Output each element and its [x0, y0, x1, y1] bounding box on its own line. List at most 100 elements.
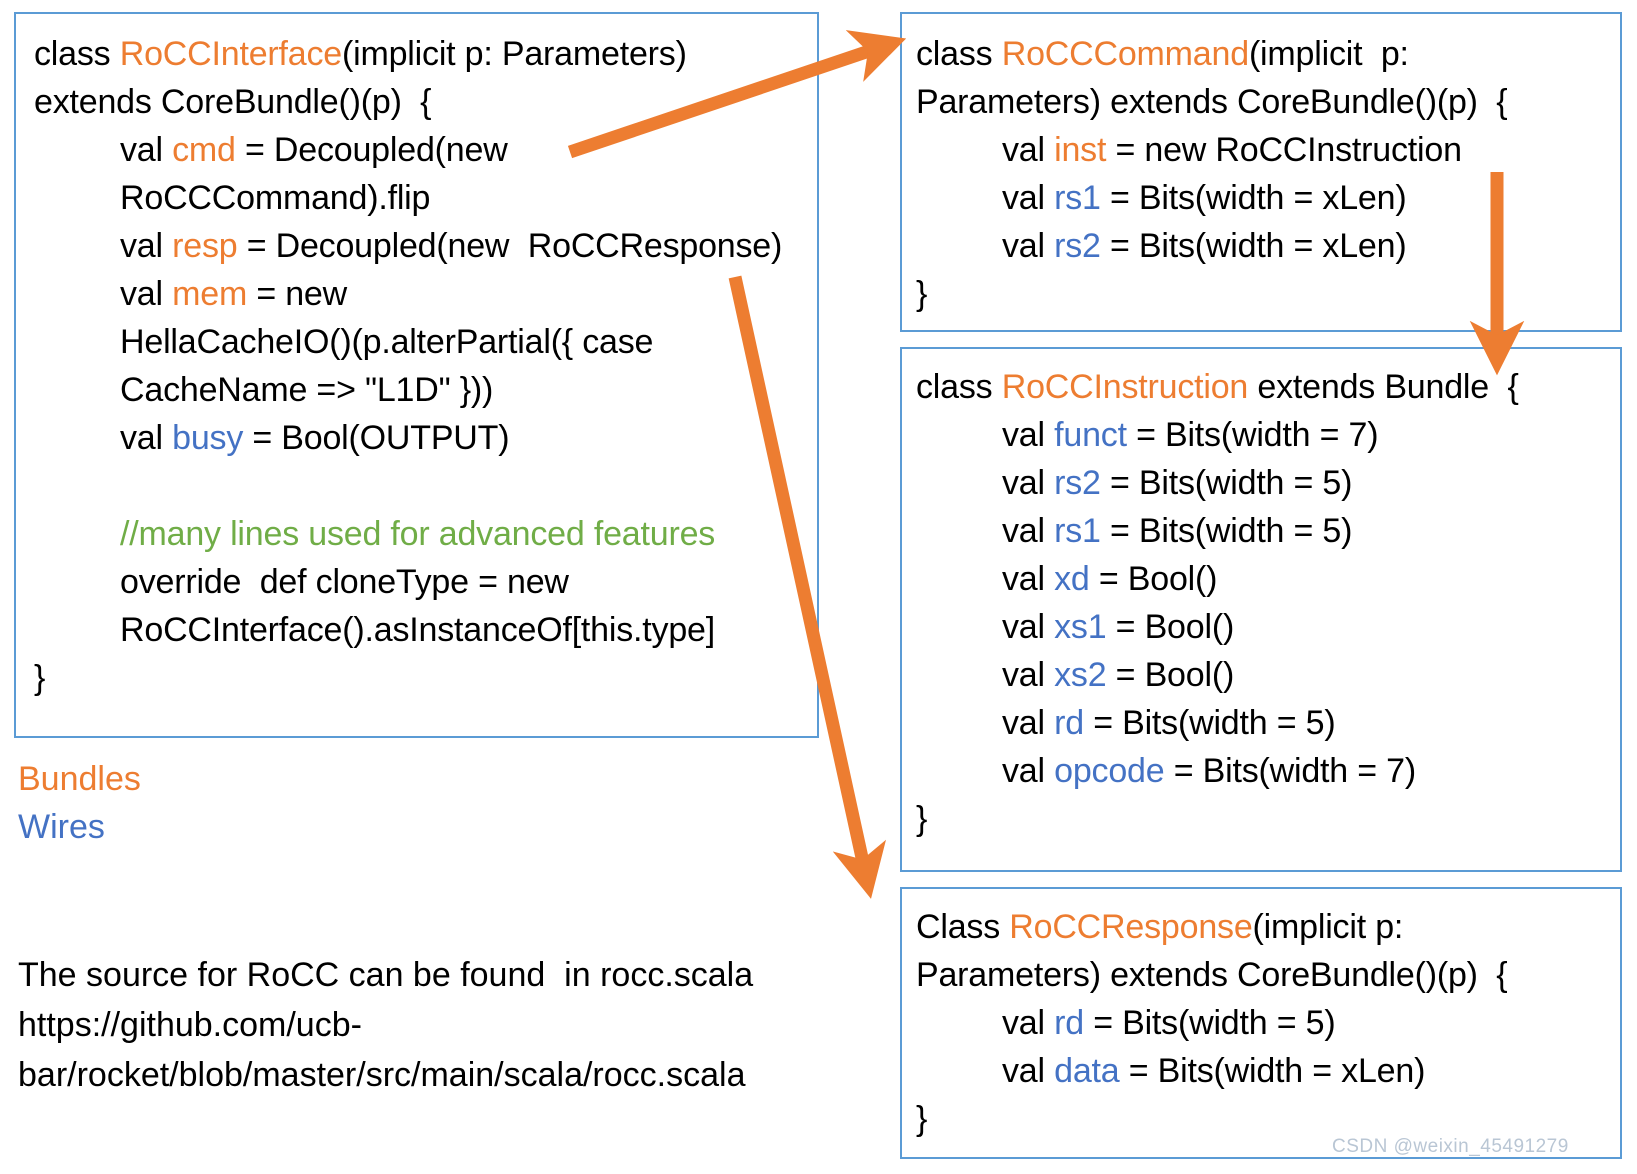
code-token: class	[916, 35, 1002, 73]
code-token-orange: RoCCInstruction	[1001, 368, 1249, 406]
code-token: (implicit p:	[1248, 35, 1409, 73]
code-token-blue: funct	[1054, 416, 1127, 454]
code-token-blue: opcode	[1054, 752, 1165, 790]
code-token-blue: xd	[1054, 560, 1090, 598]
code-token: val	[120, 131, 173, 169]
code-token: val	[120, 275, 173, 313]
code-token: val	[1002, 752, 1055, 790]
code-line: CacheName => "L1D" }))	[34, 366, 807, 414]
code-line: val xd = Bool()	[916, 555, 1610, 603]
code-line: extends CoreBundle()(p) {	[34, 78, 807, 126]
code-token: = Decoupled(new RoCCResponse)	[237, 227, 783, 265]
csdn-watermark: CSDN @weixin_45491279	[1332, 1136, 1569, 1157]
code-line: val rs1 = Bits(width = xLen)	[916, 174, 1610, 222]
code-token-blue: rs2	[1054, 227, 1101, 265]
code-block-rocc-response: Class RoCCResponse(implicit p: Parameters…	[916, 903, 1610, 1143]
code-line: RoCCCommand).flip	[34, 174, 807, 222]
code-token: = new RoCCInstruction	[1106, 131, 1462, 169]
source-note-text: The source for RoCC can be found in rocc…	[18, 956, 754, 1094]
code-token: Parameters) extends CoreBundle()(p) {	[916, 83, 1508, 121]
code-token-orange: RoCCResponse	[1009, 908, 1253, 946]
code-line: Class RoCCResponse(implicit p:	[916, 903, 1610, 951]
code-token: = Bits(width = 5)	[1100, 512, 1353, 550]
code-line: Parameters) extends CoreBundle()(p) {	[916, 951, 1610, 999]
code-token: = Bits(width = 5)	[1100, 464, 1353, 502]
code-token: val	[1002, 656, 1055, 694]
code-token: RoCCInterface().asInstanceOf[this.type]	[120, 611, 716, 649]
code-line: class RoCCInstruction extends Bundle {	[916, 363, 1610, 411]
code-token: val	[1002, 179, 1055, 217]
code-token: val	[1002, 1004, 1055, 1042]
code-line: val data = Bits(width = xLen)	[916, 1047, 1610, 1095]
code-line: val resp = Decoupled(new RoCCResponse)	[34, 222, 807, 270]
code-token: = new	[247, 275, 347, 313]
code-token: class	[34, 35, 120, 73]
code-line: val rs1 = Bits(width = 5)	[916, 507, 1610, 555]
code-token	[34, 467, 43, 505]
code-box-rocc-interface: class RoCCInterface(implicit p: Paramete…	[14, 12, 819, 738]
code-token: = Bool()	[1106, 656, 1235, 694]
code-line: val cmd = Decoupled(new	[34, 126, 807, 174]
code-token-blue: rs1	[1054, 512, 1101, 550]
code-token-blue: rd	[1054, 1004, 1084, 1042]
code-line: }	[916, 270, 1610, 318]
code-token: }	[34, 659, 46, 697]
code-token: (implicit p: Parameters)	[342, 35, 687, 73]
code-token: override def cloneType = new	[120, 563, 569, 601]
code-token: }	[916, 275, 928, 313]
code-line: RoCCInterface().asInstanceOf[this.type]	[34, 606, 807, 654]
code-line: val mem = new	[34, 270, 807, 318]
code-line: val funct = Bits(width = 7)	[916, 411, 1610, 459]
code-token: class	[916, 368, 1002, 406]
code-token: val	[1002, 227, 1055, 265]
code-box-rocc-instruction: class RoCCInstruction extends Bundle {va…	[900, 347, 1622, 872]
code-token: Class	[916, 908, 1010, 946]
code-token-blue: data	[1054, 1052, 1120, 1090]
code-line: val rd = Bits(width = 5)	[916, 999, 1610, 1047]
code-token: = Bits(width = 5)	[1083, 704, 1336, 742]
code-line: }	[34, 654, 807, 702]
code-token-orange: RoCCCommand	[1001, 35, 1249, 73]
code-token-blue: rd	[1054, 704, 1084, 742]
code-line: }	[916, 1095, 1610, 1143]
code-line: }	[916, 795, 1610, 843]
code-box-rocc-command: class RoCCCommand(implicit p: Parameters)…	[900, 12, 1622, 332]
code-line: val rs2 = Bits(width = 5)	[916, 459, 1610, 507]
code-line: Parameters) extends CoreBundle()(p) {	[916, 78, 1610, 126]
code-token-orange: inst	[1054, 131, 1107, 169]
code-token: = Decoupled(new	[235, 131, 508, 169]
code-token-orange: RoCCInterface	[119, 35, 342, 73]
code-token: = Bits(width = xLen)	[1100, 179, 1407, 217]
code-token: = Bits(width = xLen)	[1119, 1052, 1426, 1090]
code-token: Parameters) extends CoreBundle()(p) {	[916, 956, 1508, 994]
code-line: HellaCacheIO()(p.alterPartial({ case	[34, 318, 807, 366]
code-line: class RoCCCommand(implicit p:	[916, 30, 1610, 78]
code-token: val	[1002, 704, 1055, 742]
code-token: RoCCCommand).flip	[120, 179, 431, 217]
code-token-blue: xs2	[1054, 656, 1107, 694]
code-token: HellaCacheIO()(p.alterPartial({ case	[120, 323, 654, 361]
code-token: val	[1002, 464, 1055, 502]
code-token-blue: rs2	[1054, 464, 1101, 502]
code-token-blue: busy	[172, 419, 244, 457]
code-line: val rd = Bits(width = 5)	[916, 699, 1610, 747]
code-block-rocc-command: class RoCCCommand(implicit p: Parameters)…	[916, 30, 1610, 318]
code-token: = Bits(width = 7)	[1164, 752, 1416, 790]
code-token: CacheName => "L1D" }))	[120, 371, 494, 409]
code-box-rocc-response: Class RoCCResponse(implicit p: Parameters…	[900, 887, 1622, 1159]
code-line: override def cloneType = new	[34, 558, 807, 606]
code-token: }	[916, 1100, 928, 1138]
code-token: = Bool()	[1089, 560, 1218, 598]
code-token: val	[1002, 1052, 1055, 1090]
code-line: val inst = new RoCCInstruction	[916, 126, 1610, 174]
code-token-green: //many lines used for advanced features	[120, 515, 716, 553]
code-block-rocc-interface: class RoCCInterface(implicit p: Paramete…	[34, 30, 807, 702]
code-token: val	[1002, 131, 1055, 169]
code-line: class RoCCInterface(implicit p: Paramete…	[34, 30, 807, 78]
code-line: val xs1 = Bool()	[916, 603, 1610, 651]
code-line: val opcode = Bits(width = 7)	[916, 747, 1610, 795]
code-token: (implicit p:	[1252, 908, 1404, 946]
code-token: val	[120, 227, 173, 265]
code-token-blue: xs1	[1054, 608, 1107, 646]
